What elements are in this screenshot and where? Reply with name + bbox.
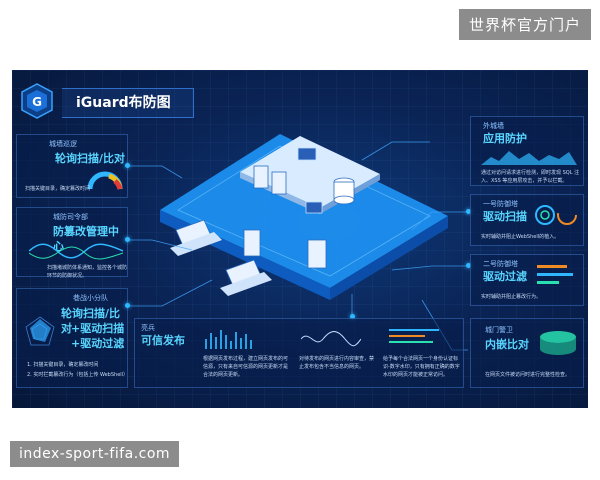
cylinder-icon <box>540 331 576 355</box>
card-title-line-2: +驱动扫描 <box>71 322 125 335</box>
card-desc: 扫描关键目录，确定篡改时间 <box>25 186 91 192</box>
progress-lines-icon <box>389 329 439 343</box>
bar-indicators <box>537 265 573 284</box>
page-title: iGuard布防图 <box>76 95 171 111</box>
column-desc-2: 对待发布的网页进行内容审查，禁止发布包含不当信息的网页。 <box>299 356 375 370</box>
card-tag: 巷战小分队 <box>73 294 108 302</box>
connector-dot <box>350 314 355 319</box>
iguard-logo-icon: G <box>21 83 53 119</box>
card-title-line-3: +驱动过滤 <box>71 337 125 350</box>
card-tag: 一号防御塔 <box>483 200 518 208</box>
card-street-squad: 巷战小分队 轮询扫描/比对 +驱动扫描 +驱动过滤 1. 扫描关键目录，确定篡改… <box>16 288 128 388</box>
wave-chart <box>29 243 123 260</box>
connector-dot <box>125 237 130 242</box>
server-icon <box>243 165 327 269</box>
card-outer-wall: 外城墙 应用防护 通过对访问请求进行检测，即时发现 SQL 注入、XSS 等应用… <box>470 116 584 186</box>
iguard-deployment-diagram: G iGuard布防图 城墙巡逻 轮询扫描/比对 扫描关键目录，确定篡改时间 城… <box>12 70 588 408</box>
title-frame <box>62 88 194 118</box>
connector-dot <box>125 303 130 308</box>
card-desc: 在网页文件被访问时进行完整性检查。 <box>485 372 571 378</box>
card-title: 驱动过滤 <box>483 270 527 283</box>
card-tower-2: 二号防御塔 驱动过滤 实时辅助并阻止篡改行为。 <box>470 254 584 306</box>
radar-icon <box>25 316 55 346</box>
ring-icon <box>535 205 577 225</box>
bar-chart-icon <box>205 330 252 349</box>
card-title: 轮询扫描/比对 <box>55 152 126 165</box>
database-icon <box>333 177 355 205</box>
column-desc-3: 给予每个合法网页一个身份认证标识-数字水印，只有拥有正确的数字水印的网页才能被正… <box>383 356 460 378</box>
connector-dot <box>466 263 471 268</box>
column-desc-1: 根据网页发布过程，建立网页发布的可信源，只有来自可信源的网页更新才是合法的网页更… <box>203 356 289 378</box>
card-desc: 实时辅助并阻止WebShell的植入。 <box>481 234 560 240</box>
card-wall-patrol: 城墙巡逻 轮询扫描/比对 扫描关键目录，确定篡改时间 <box>16 134 128 198</box>
card-tag: 二号防御塔 <box>483 260 518 268</box>
card-title: 可信发布 <box>141 334 185 347</box>
card-desc: 扫描堵城防体系通知，监控各个城防环节的防御状况。 <box>47 265 128 279</box>
card-note-2: 2. 实时拦截篡改行为（包括上传 WebShell） <box>27 372 129 378</box>
card-note-1: 1. 扫描关键目录，确定篡改时间 <box>27 362 99 368</box>
card-gate-guard: 城门警卫 内嵌比对 在网页文件被访问时进行完整性检查。 <box>470 318 584 388</box>
connector-dot <box>125 163 130 168</box>
card-tag: 城门警卫 <box>485 326 513 334</box>
card-title: 驱动扫描 <box>483 210 527 223</box>
card-trusted-publish: 亮兵 可信发布 根据网页发布过程，建立网页发布的可信源，只有来自可信源的网页更新… <box>134 318 464 388</box>
card-command-center: 城防司令部 防篡改管理中心 扫描堵城防体系通知，监控各个城防环节的防御状况。 <box>16 207 128 279</box>
card-desc: 实时辅助并阻止篡改行为。 <box>481 294 542 300</box>
central-platform <box>160 134 448 300</box>
card-title: 内嵌比对 <box>485 338 529 351</box>
connector-dot <box>466 209 471 214</box>
card-tag: 外城墙 <box>483 122 504 130</box>
title-block: G iGuard布防图 <box>18 82 198 120</box>
card-tag: 亮兵 <box>141 324 155 332</box>
gauge-icon <box>87 171 123 190</box>
monitor-icon <box>297 147 323 214</box>
card-title: 应用防护 <box>483 132 527 145</box>
site-url-badge: index-sport-fifa.com <box>10 441 180 467</box>
card-tag: 城墙巡逻 <box>49 140 77 148</box>
site-name-badge: 世界杯官方门户 <box>458 9 591 40</box>
svg-text:G: G <box>32 95 42 109</box>
card-title: 防篡改管理中心 <box>53 225 119 253</box>
mountain-chart <box>481 151 577 165</box>
card-tower-1: 一号防御塔 驱动扫描 实时辅助并阻止WebShell的植入。 <box>470 194 584 246</box>
card-title-line-1: 轮询扫描/比对 <box>61 307 121 335</box>
card-tag: 城防司令部 <box>53 213 88 221</box>
wave-line-icon <box>301 331 361 347</box>
card-desc: 通过对访问请求进行检测，即时发现 SQL 注入、XSS 等应用层攻击，并予以拦截… <box>481 170 580 184</box>
laptop-icon <box>170 219 272 296</box>
